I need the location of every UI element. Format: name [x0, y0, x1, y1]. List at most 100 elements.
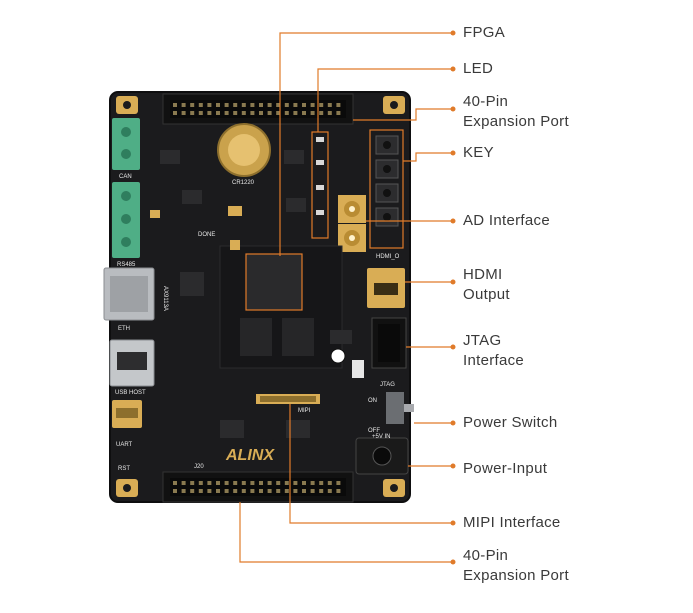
header-pin: [207, 103, 212, 107]
silk-done: DONE: [198, 232, 215, 238]
header-pin: [310, 111, 315, 115]
header-pin: [207, 481, 212, 485]
header-pin: [267, 103, 272, 107]
header-pin: [173, 111, 177, 115]
silk-eth: ETH: [118, 326, 130, 332]
ad-connectors: [338, 195, 366, 252]
silk-phy: AX9113A: [162, 286, 168, 311]
header-pin: [198, 489, 203, 493]
header-pin: [233, 489, 238, 493]
header-pin: [250, 103, 255, 107]
header-pin: [336, 111, 341, 115]
header-pin: [190, 103, 195, 107]
callout-power-input: Power-Input: [463, 460, 548, 477]
header-pin: [250, 481, 255, 485]
brand-logo: ALINX: [225, 447, 275, 464]
silk-usb-host: USB HOST: [115, 390, 146, 396]
header-pin: [181, 111, 186, 115]
header-pin: [216, 481, 220, 485]
header-pin: [293, 489, 298, 493]
header-pin: [173, 103, 177, 107]
ddr-chip: [240, 318, 272, 356]
header-pin: [181, 103, 186, 107]
header-pin: [198, 111, 203, 115]
header-pin: [173, 489, 177, 493]
leader-expansion-top: [353, 108, 453, 121]
header-pin: [310, 481, 315, 485]
header-pin: [284, 111, 289, 115]
fpga-chip: [245, 253, 303, 311]
header-pin: [224, 111, 229, 115]
header-pin: [327, 111, 332, 115]
header-pin: [319, 103, 324, 107]
callout-power-switch: Power Switch: [463, 414, 558, 431]
header-pin: [327, 481, 332, 485]
header-pin: [198, 481, 203, 485]
expansion-header-top: [162, 93, 354, 125]
header-pin: [233, 103, 238, 107]
header-pin: [224, 489, 229, 493]
silk-on: ON: [368, 398, 377, 404]
header-pin: [259, 489, 263, 493]
leader-expansion-bottom: [239, 502, 453, 563]
header-pin: [259, 481, 263, 485]
header-pin: [190, 481, 195, 485]
header-pin: [293, 103, 298, 107]
leader-led: [317, 68, 453, 132]
header-pin: [216, 103, 220, 107]
header-pin: [276, 481, 281, 485]
header-pin: [207, 489, 212, 493]
leader-key: [403, 152, 453, 162]
callout-mipi: MIPI Interface: [463, 514, 561, 531]
silk-mipi: MIPI: [298, 408, 311, 414]
silk-can: CAN: [119, 174, 132, 180]
header-pin: [319, 489, 324, 493]
silk-hdmi-o: HDMI_O: [376, 254, 400, 260]
header-pin: [319, 481, 324, 485]
header-pin: [293, 111, 298, 115]
header-pin: [293, 481, 298, 485]
header-pin: [302, 489, 306, 493]
can-terminal-block: [112, 118, 140, 170]
header-pin: [181, 489, 186, 493]
callout-hdmi: HDMI Output: [463, 265, 510, 305]
header-pin: [302, 111, 306, 115]
callout-expansion-bottom-line2: Expansion Port: [463, 567, 569, 584]
callout-jtag-line2: Interface: [463, 352, 525, 369]
header-pin: [216, 111, 220, 115]
silk-5v-in: +5V IN: [372, 434, 391, 440]
callout-key: KEY: [463, 144, 494, 161]
callout-hdmi-line1: HDMI: [463, 266, 503, 283]
header-pin: [241, 111, 246, 115]
header-pin: [276, 103, 281, 107]
header-pin: [267, 489, 272, 493]
callout-ad: AD Interface: [463, 212, 550, 229]
leader-dots: [450, 30, 456, 565]
leader-fpga: [279, 32, 453, 256]
callout-expansion-top-line1: 40-Pin: [463, 93, 509, 110]
header-pin: [233, 111, 238, 115]
header-pin: [276, 489, 281, 493]
header-pin: [250, 111, 255, 115]
expansion-header-bottom: [162, 471, 354, 503]
silk-battery: CR1220: [232, 180, 255, 186]
callout-led: LED: [463, 60, 494, 77]
header-pin: [310, 489, 315, 493]
silk-uart: UART: [116, 442, 133, 448]
header-pin: [336, 481, 341, 485]
callout-fpga: FPGA: [463, 24, 506, 41]
silk-rs485: RS485: [117, 262, 136, 268]
header-pin: [224, 481, 229, 485]
header-pin: [190, 111, 195, 115]
header-pin: [224, 103, 229, 107]
leader-lines: [239, 32, 453, 563]
header-pin: [233, 481, 238, 485]
header-pin: [216, 489, 220, 493]
header-pin: [267, 481, 272, 485]
header-pin: [284, 103, 289, 107]
header-pin: [181, 481, 186, 485]
silk-off: OFF: [368, 428, 380, 434]
silk-j20: J20: [194, 464, 204, 470]
